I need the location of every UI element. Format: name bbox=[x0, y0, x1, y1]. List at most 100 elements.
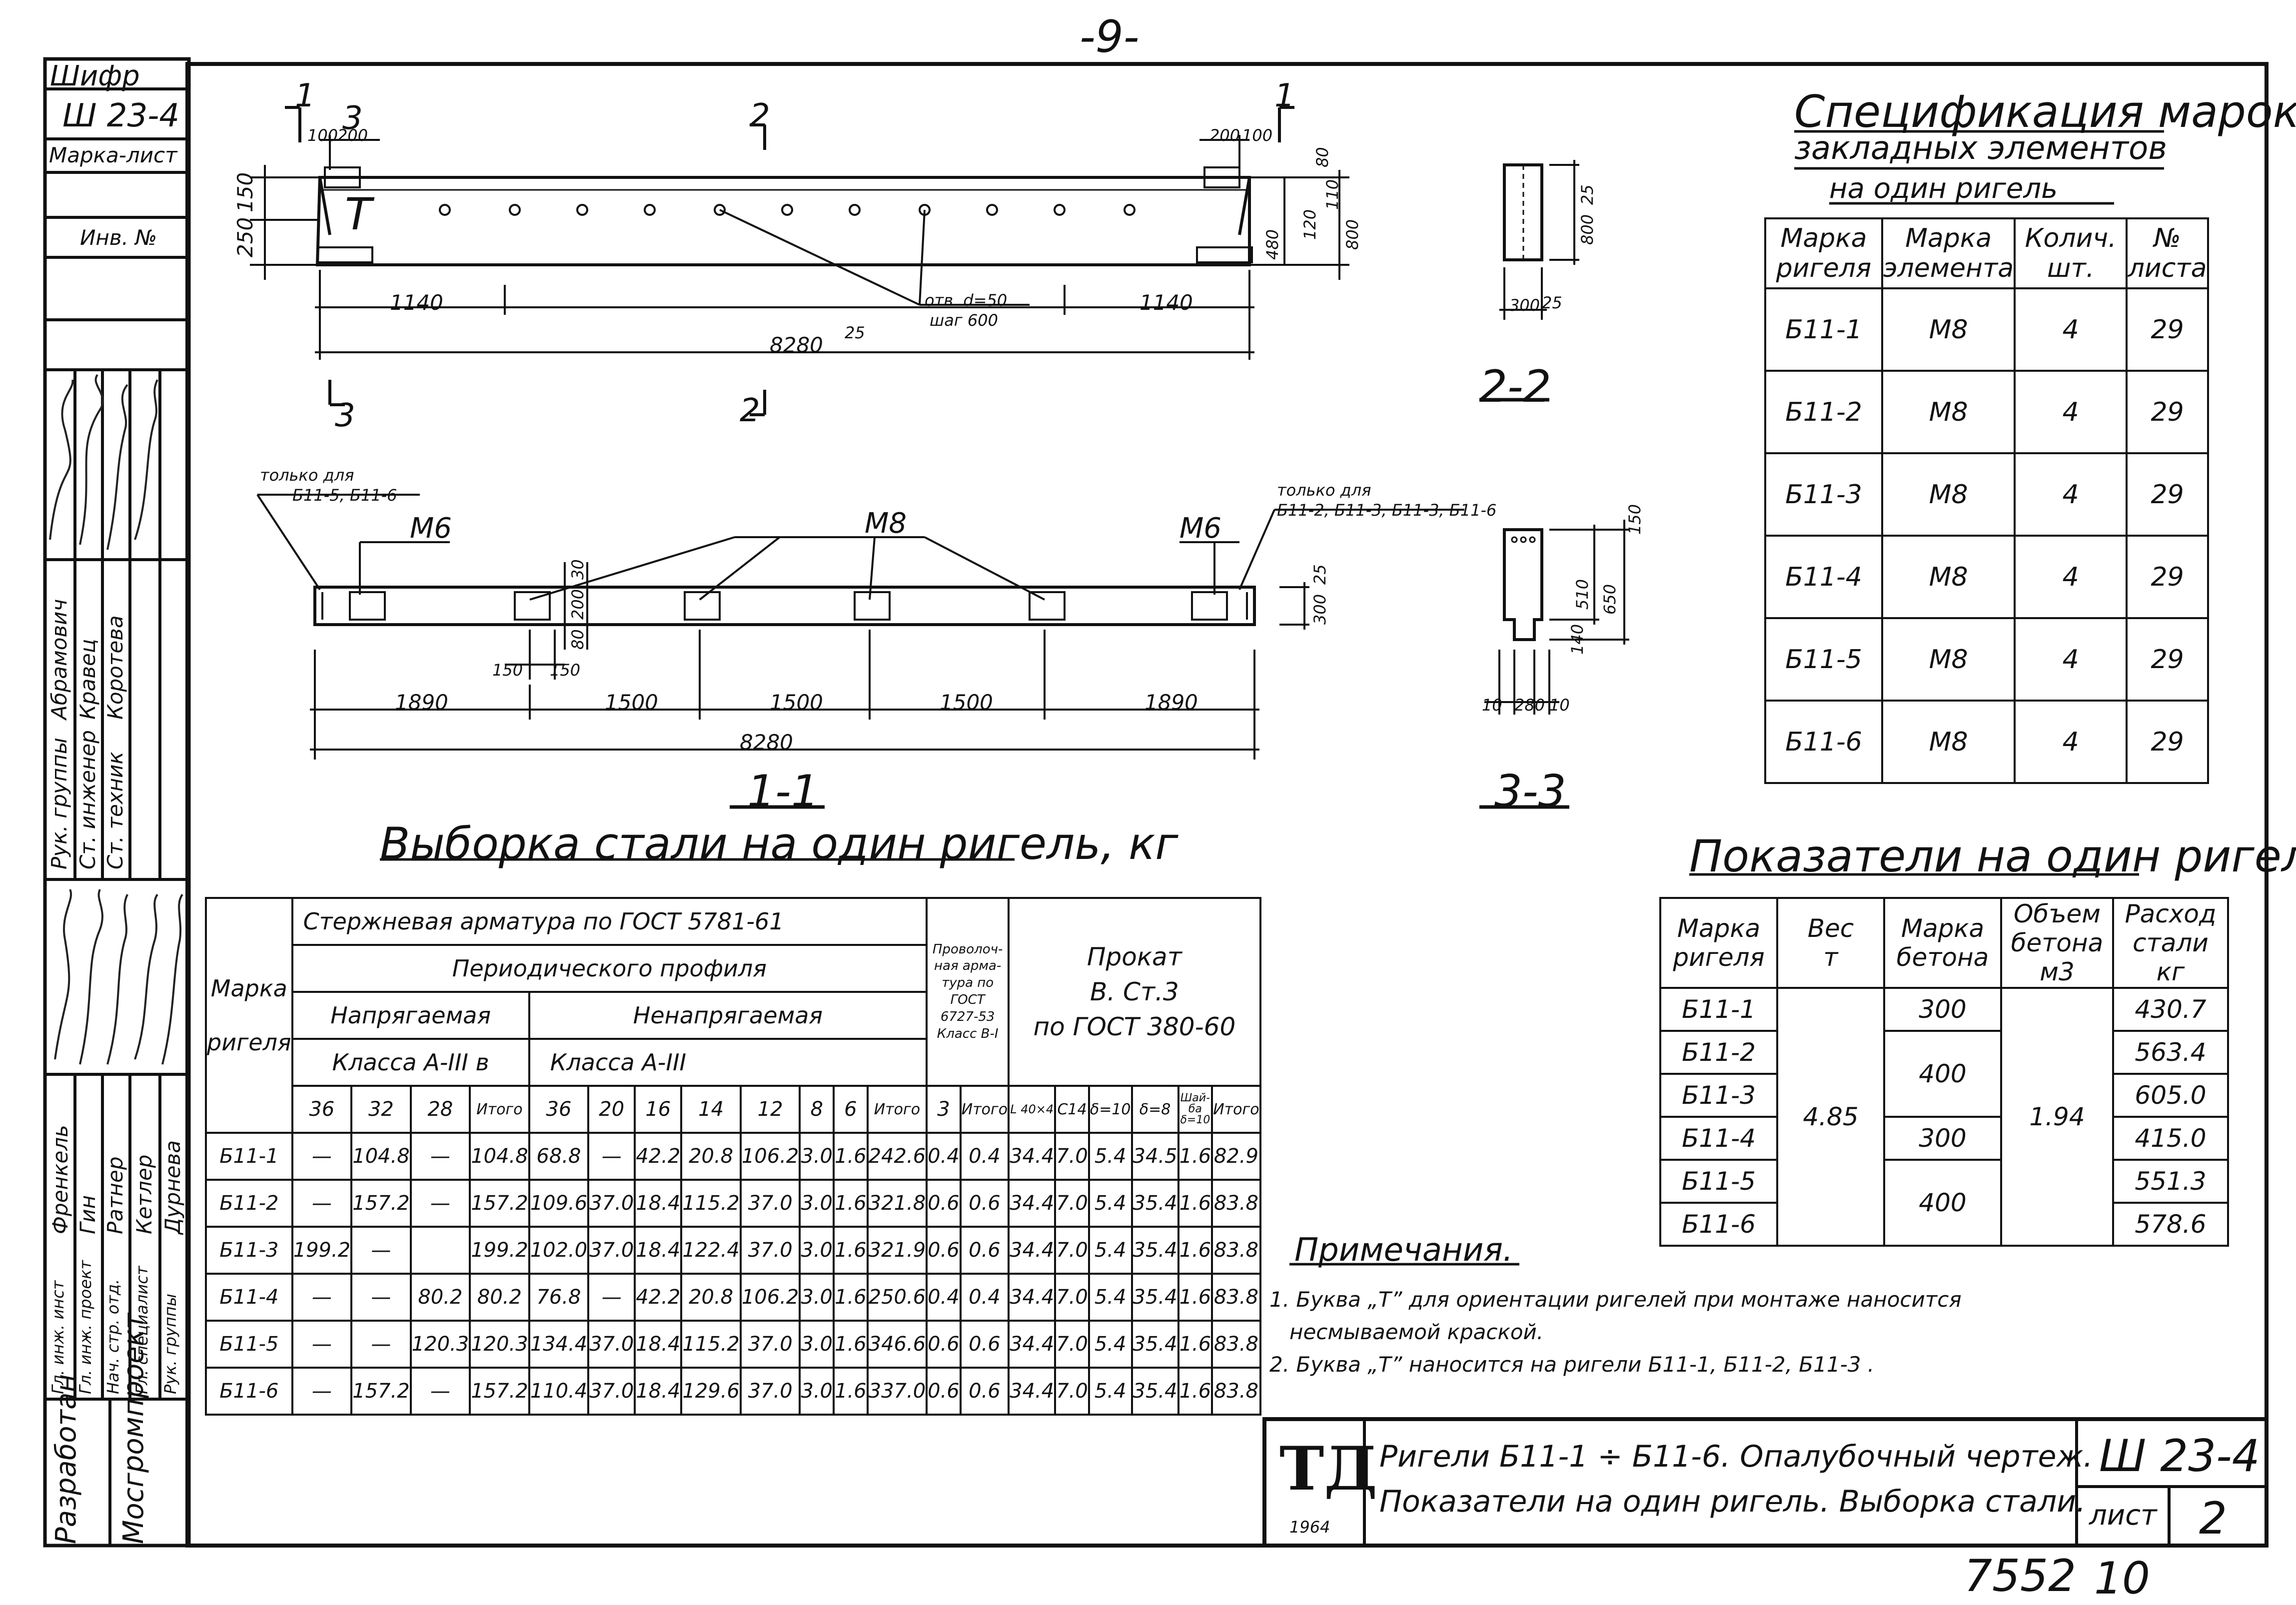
holes-note-2: шаг 600 bbox=[930, 311, 998, 330]
spacing-2: 1500 bbox=[605, 690, 658, 715]
s11-h200: 200 bbox=[568, 589, 587, 620]
s33-140: 140 bbox=[1568, 624, 1587, 655]
page-number: -9- bbox=[1080, 11, 1140, 62]
section-2-2-label: 2-2 bbox=[1479, 361, 1551, 412]
s33-10b: 10 bbox=[1549, 696, 1570, 715]
spec-header-count: Колич.шт. bbox=[2014, 217, 2128, 289]
steel-header-class-a3v: Класса А-III в bbox=[291, 1038, 530, 1087]
title-line-2: Показатели на один ригель. Выборка стали… bbox=[1379, 1484, 2086, 1519]
s22-width: 300 bbox=[1509, 296, 1540, 315]
table-row: Б11-1 4.85 300 1.94 430.7 bbox=[1659, 987, 2229, 1247]
m8-label: М8 bbox=[865, 507, 907, 540]
dim-250: 250 bbox=[233, 217, 257, 257]
dim-110: 110 bbox=[1323, 179, 1342, 210]
s22-width-tag: 25 bbox=[1542, 293, 1562, 312]
table-row: Б11-6 578.6 bbox=[1659, 1202, 2229, 1247]
notes-title: Примечания. bbox=[1294, 1232, 1513, 1269]
shifr-label: Шифр bbox=[50, 60, 140, 92]
title-code: Ш 23-4 bbox=[2099, 1430, 2260, 1482]
spec-title-1: Спецификация марок bbox=[1794, 86, 2296, 137]
s33-10a: 10 bbox=[1482, 696, 1502, 715]
title-year: 1964 bbox=[1289, 1518, 1330, 1537]
spacing-4: 1500 bbox=[940, 690, 993, 715]
dim-80: 80 bbox=[1313, 147, 1332, 167]
steel-header-class-a3: Класса А-III bbox=[528, 1038, 928, 1087]
dim-200-left: 200 bbox=[337, 126, 368, 145]
m6-left-label: М6 bbox=[410, 512, 452, 545]
dim-100-left: 100 bbox=[307, 126, 338, 145]
note-2: 2. Буква „Т” наносится на ригели Б11-1, … bbox=[1269, 1352, 1875, 1377]
cut-2-top: 2 bbox=[750, 97, 770, 134]
s11-h30: 30 bbox=[568, 559, 587, 580]
s11-total: 8280 bbox=[740, 730, 793, 755]
s11-150b: 150 bbox=[550, 661, 581, 680]
s11-w300: 300 bbox=[1310, 594, 1329, 625]
spec-title-3: на один ригель bbox=[1829, 172, 2058, 205]
spacing-3: 1500 bbox=[770, 690, 823, 715]
section-1-1-label: 1-1 bbox=[747, 766, 819, 817]
dim-120: 120 bbox=[1300, 209, 1319, 240]
steel-header-rod: Стержневая арматура по ГОСТ 5781-61 bbox=[291, 897, 928, 946]
spec-title-2: закладных элементов bbox=[1794, 130, 2167, 167]
s33-280: 280 bbox=[1514, 696, 1545, 715]
bottom-code: 7552 bbox=[1964, 1550, 2076, 1602]
s11-h80: 80 bbox=[568, 629, 587, 650]
s11-150a: 150 bbox=[492, 661, 523, 680]
bottom-number: 10 bbox=[2094, 1553, 2150, 1604]
dim-480: 480 bbox=[1263, 229, 1282, 260]
span-right: 1140 bbox=[1140, 290, 1193, 315]
section-3-3-label: 3-3 bbox=[1494, 766, 1566, 817]
table-row: Б11-2 400 563.4 bbox=[1659, 1030, 2229, 1118]
steel-header-periodic: Периодического профиля bbox=[291, 944, 928, 993]
cut-3-bottom: 3 bbox=[335, 397, 355, 434]
sheet-label: лист bbox=[2089, 1499, 2157, 1532]
table-row: Б11-5 400 551.3 bbox=[1659, 1159, 2229, 1247]
dim-150: 150 bbox=[233, 172, 257, 212]
shifr-value: Ш 23-4 bbox=[62, 97, 180, 134]
note-1: 1. Буква „Т” для ориентации ригелей при … bbox=[1269, 1287, 1962, 1312]
only-for-left-2: Б11-5, Б11-6 bbox=[292, 486, 397, 505]
cut-1-right: 1 bbox=[1274, 77, 1295, 114]
total-length: 8280 bbox=[770, 333, 823, 357]
spacing-1: 1890 bbox=[395, 690, 448, 715]
span-left: 1140 bbox=[390, 290, 443, 315]
note-1b: несмываемой краской. bbox=[1289, 1320, 1544, 1344]
td-logo: ТД bbox=[1279, 1434, 1377, 1504]
dim-200-right: 200 bbox=[1209, 126, 1240, 145]
holes-note-1: отв. d=50 bbox=[925, 291, 1008, 310]
dim-100-right: 100 bbox=[1242, 126, 1273, 145]
letter-t: Т bbox=[345, 188, 372, 240]
indicators-title: Показатели на один ригель bbox=[1689, 830, 2296, 882]
s11-w-tag: 25 bbox=[1310, 564, 1329, 585]
title-line-1: Ригели Б11-1 ÷ Б11-6. Опалубочный чертеж… bbox=[1379, 1439, 2093, 1474]
only-for-right-2: Б11-2, Б11-3, Б11-3, Б11-6 bbox=[1277, 501, 1497, 520]
cut-2-bottom: 2 bbox=[740, 392, 760, 429]
s33-510: 510 bbox=[1573, 579, 1592, 610]
s33-650: 650 bbox=[1600, 584, 1619, 615]
